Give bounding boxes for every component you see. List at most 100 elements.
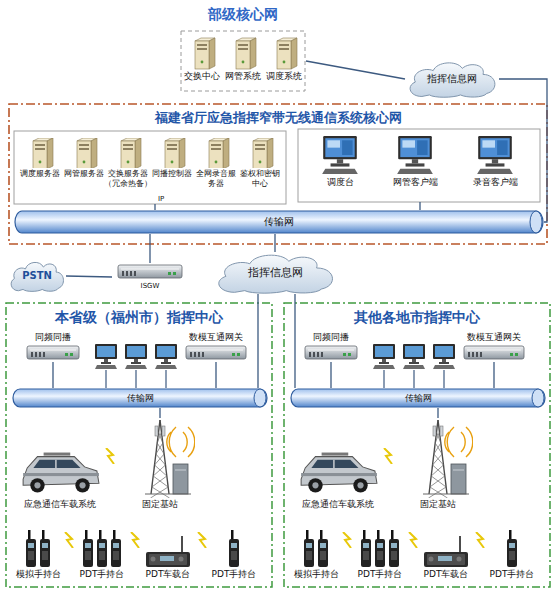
tower-icon-part bbox=[440, 426, 443, 436]
client-group-box bbox=[298, 129, 540, 202]
rack-icon-part bbox=[168, 272, 171, 275]
radio-bolt bbox=[131, 532, 139, 548]
radio-icon bbox=[202, 528, 266, 568]
device-label: 模拟手持台 bbox=[286, 569, 346, 580]
mobile-icon-part bbox=[429, 557, 434, 562]
device-node: 同频同播 bbox=[302, 332, 360, 362]
tower-icon-part bbox=[151, 487, 169, 498]
radio-icon-part bbox=[85, 551, 91, 560]
network-cloud: 指挥信息网 bbox=[405, 60, 499, 98]
device-label: 交换中心 bbox=[182, 71, 222, 82]
device-label: 同播控制器 bbox=[149, 169, 195, 179]
pc-icon-part bbox=[482, 140, 495, 147]
car-icon-part bbox=[79, 482, 85, 488]
server-group-box bbox=[14, 131, 286, 204]
server-icon bbox=[17, 138, 63, 168]
server-icon-part bbox=[279, 48, 289, 50]
rack-icon-part bbox=[65, 353, 68, 356]
server-icon-part bbox=[195, 41, 209, 69]
device-node: 网管客户端 bbox=[380, 134, 450, 200]
device-label: 调度系统 bbox=[264, 71, 304, 82]
tower-icon-part bbox=[155, 426, 158, 436]
server-icon-part bbox=[123, 148, 133, 150]
pc-icon-part bbox=[322, 169, 358, 174]
server-icon-part bbox=[79, 148, 89, 150]
group-border bbox=[181, 31, 305, 91]
pc-icon-part bbox=[325, 138, 354, 157]
tower-icon-part bbox=[433, 465, 445, 476]
server-icon-part bbox=[291, 38, 297, 69]
rack-icon-part bbox=[348, 353, 351, 356]
radio-icon bbox=[286, 528, 346, 568]
radio-icon bbox=[8, 528, 68, 568]
device-node: 同播控制器 bbox=[149, 138, 195, 200]
server-icon-part bbox=[255, 148, 265, 150]
car-icon-part bbox=[308, 478, 322, 492]
server-icon-part bbox=[167, 148, 177, 150]
device-node: 调度系统 bbox=[264, 36, 304, 90]
radio-icon-part bbox=[40, 539, 50, 567]
tower-icon-part bbox=[156, 454, 166, 465]
server-icon-part bbox=[197, 48, 207, 50]
interface-label: IP bbox=[158, 195, 164, 203]
server-icon-part bbox=[250, 38, 256, 69]
rack-icon-part bbox=[321, 352, 323, 357]
radio-icon-part bbox=[99, 551, 105, 560]
rack-icon-part bbox=[480, 352, 482, 357]
radio-icon-part bbox=[306, 543, 312, 548]
rack-icon-part bbox=[186, 346, 246, 359]
server-icon-part bbox=[179, 138, 185, 168]
rack-icon-part bbox=[39, 352, 41, 357]
pc-icon-part bbox=[398, 136, 432, 159]
pc-icon-part bbox=[477, 169, 513, 174]
rack-icon bbox=[461, 345, 527, 361]
rack-icon-part bbox=[189, 350, 243, 351]
pc-icon-part bbox=[486, 163, 505, 166]
server-icon-part bbox=[215, 161, 218, 164]
radio-icon-part bbox=[507, 539, 517, 567]
mobile-icon bbox=[414, 528, 478, 568]
tower-icon-part bbox=[152, 476, 167, 487]
rack-icon bbox=[24, 345, 82, 361]
server-icon-part bbox=[242, 61, 245, 64]
server-icon bbox=[264, 36, 304, 70]
server-icon-part bbox=[211, 148, 221, 150]
server-icon bbox=[61, 138, 107, 168]
rack-icon-part bbox=[317, 352, 319, 357]
car-icon-part bbox=[322, 453, 349, 456]
pipe-body bbox=[15, 211, 543, 233]
pipe-end bbox=[530, 211, 542, 233]
device-label: 网管服务器 bbox=[61, 169, 107, 179]
radio-bolt bbox=[343, 532, 351, 548]
radio-icon-part bbox=[509, 543, 515, 548]
group-heading: 福建省厅应急指挥窄带无线通信系统核心网 bbox=[8, 110, 548, 126]
device-node: 模拟手持台 bbox=[286, 528, 346, 584]
radio-icon-part bbox=[113, 551, 119, 560]
tower-icon bbox=[125, 418, 195, 498]
network-link bbox=[149, 234, 150, 263]
device-node: 录音客户端 bbox=[460, 134, 530, 200]
radio-icon-part bbox=[389, 539, 399, 567]
radio-icon-part bbox=[83, 539, 93, 567]
radio-icon-part bbox=[306, 551, 312, 560]
radio-bolt bbox=[106, 448, 114, 464]
computer-icon bbox=[433, 344, 455, 369]
device-label: 应急通信车载系统 bbox=[296, 499, 380, 510]
device-node: 调度台 bbox=[305, 134, 375, 200]
rack-icon-part bbox=[35, 352, 37, 357]
computer-wire bbox=[413, 370, 414, 388]
network-link bbox=[330, 362, 331, 388]
radio-icon-part bbox=[40, 530, 50, 567]
radio-icon-part bbox=[363, 551, 369, 560]
rack-icon-part bbox=[313, 352, 315, 357]
server-icon-part bbox=[135, 138, 141, 168]
radio-icon-part bbox=[99, 543, 105, 548]
device-label: 网管系统 bbox=[223, 71, 263, 82]
group-heading: 部级核心网 bbox=[180, 6, 306, 23]
rack-icon-part bbox=[308, 350, 354, 351]
rack-icon-part bbox=[118, 265, 182, 278]
car-icon-part bbox=[23, 473, 99, 476]
pc-icon-part bbox=[492, 159, 498, 163]
rack-icon-part bbox=[468, 352, 470, 357]
device-node: 数模互通网关 bbox=[461, 332, 527, 362]
